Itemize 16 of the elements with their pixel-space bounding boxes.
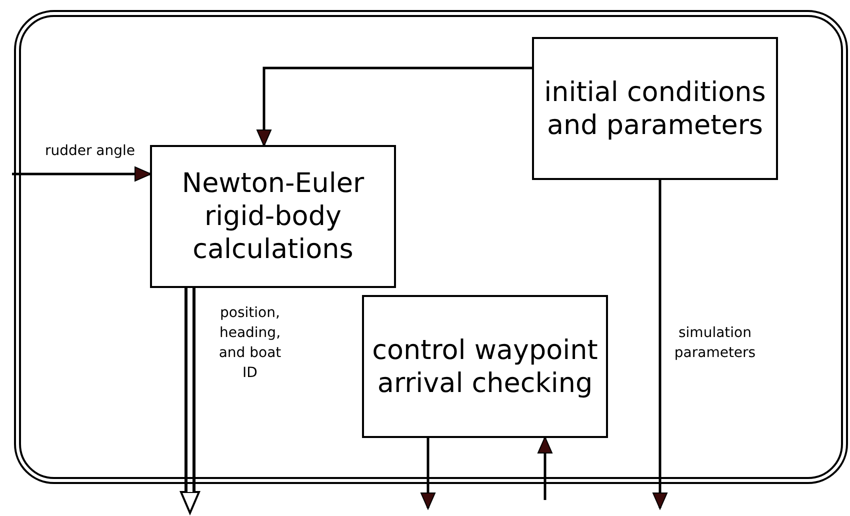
edge-label: rudder angle xyxy=(44,142,136,161)
arrow xyxy=(420,438,436,510)
arrow xyxy=(652,180,668,510)
double-line-arrow xyxy=(180,288,200,514)
process-box xyxy=(532,37,778,180)
box-text: Newton-Euler rigid-body calculations xyxy=(180,167,366,266)
edge-label: simulation parameters xyxy=(673,324,757,363)
box-text: initial conditions and parameters xyxy=(543,76,767,142)
arrow xyxy=(12,166,152,182)
arrow xyxy=(256,66,532,146)
arrow xyxy=(538,436,552,500)
box-text: control waypoint arrival checking xyxy=(371,334,599,400)
edge-label: position, heading, and boat ID xyxy=(218,304,282,383)
system-boundary xyxy=(14,10,848,484)
process-box xyxy=(362,295,608,438)
process-box xyxy=(150,145,396,288)
